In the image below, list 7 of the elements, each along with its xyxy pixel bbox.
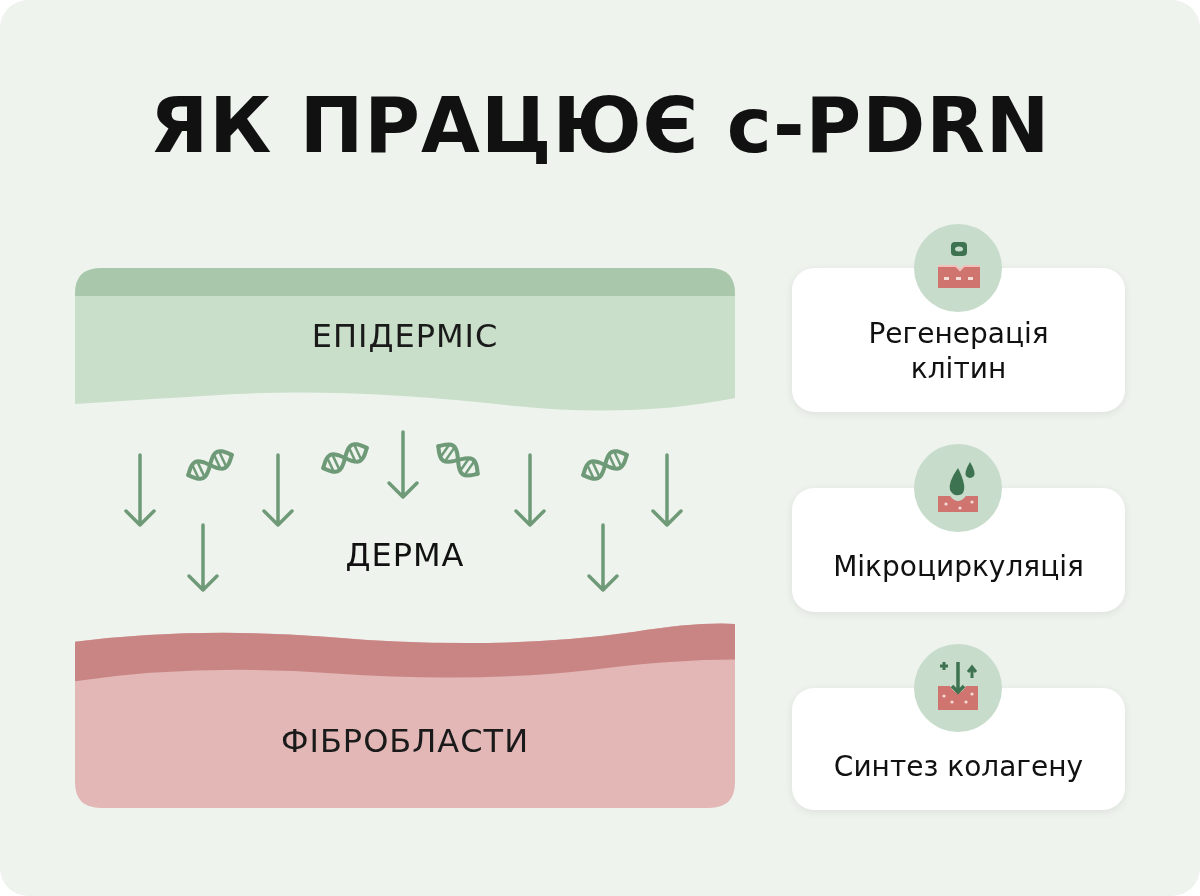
layer-label: ЕПІДЕРМІС	[311, 317, 499, 355]
benefit-label: Мікроциркуляція	[833, 549, 1084, 584]
benefit-label: Синтез колагену	[833, 749, 1084, 784]
layer-label: ФІБРОБЛАСТИ	[280, 722, 530, 760]
benefit-label: Регенерація клітин	[867, 316, 1050, 386]
layer-label: ДЕРМА	[344, 536, 466, 574]
title: ЯК ПРАЦЮЄ c-PDRN	[148, 88, 1052, 164]
